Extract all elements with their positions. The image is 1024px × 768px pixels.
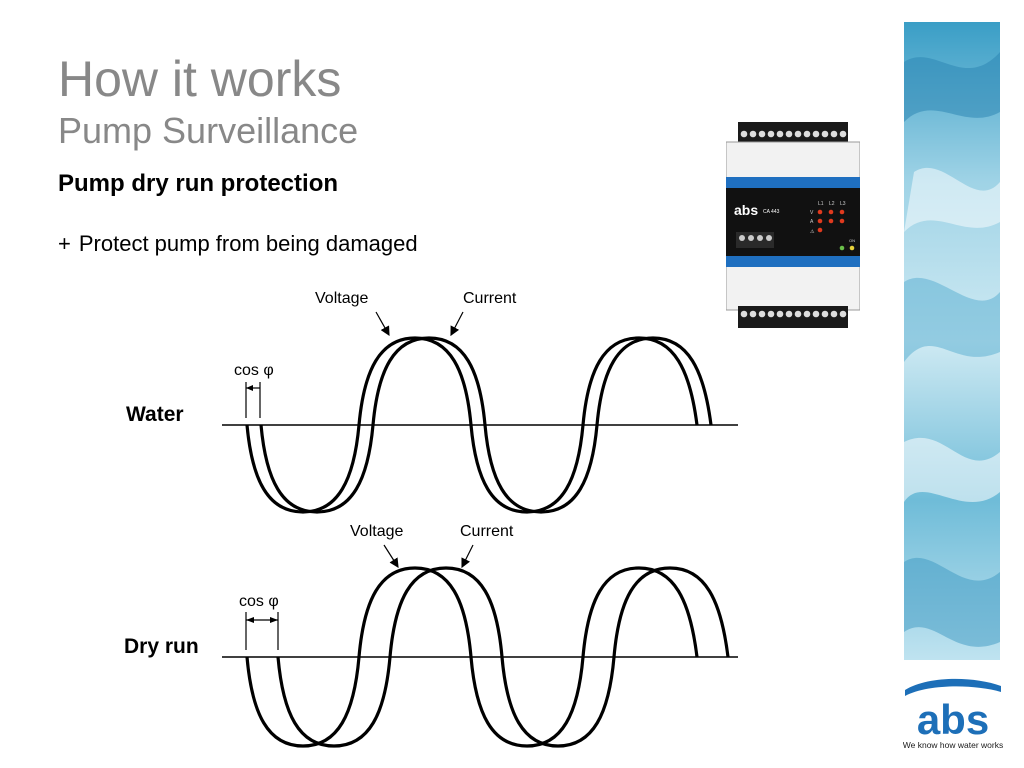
dry-run-current-wave	[276, 566, 730, 748]
bullet-item: + Protect pump from being damaged	[58, 231, 426, 257]
logo-wave-icon	[905, 678, 1001, 696]
status-label: ON	[849, 238, 855, 243]
front-terminal-block	[736, 232, 774, 248]
led-row-a: A	[810, 219, 814, 225]
dry-run-current-label: Current	[460, 523, 514, 540]
water-current-label: Current	[463, 290, 517, 307]
bullet-text: Protect pump from being damaged	[78, 231, 418, 256]
water-current-arrow	[450, 311, 464, 337]
dry-run-label: Dry run	[124, 635, 199, 658]
dry-run-phase-arrow-right	[270, 617, 278, 623]
bottom-terminal-row	[740, 310, 847, 318]
bullet-marker: +	[58, 231, 71, 256]
led-row-v: V	[810, 210, 814, 216]
led-col-l3: L3	[840, 201, 846, 207]
section-heading: Pump dry run protection	[58, 170, 339, 197]
water-image-strip	[904, 22, 1000, 660]
controller-device: abs CA 443 L1 L2 L3 V A ⚠ ON	[726, 122, 860, 328]
water-voltage-arrow	[375, 311, 390, 337]
led-indicators	[817, 209, 845, 233]
led-col-l1: L1	[818, 201, 824, 207]
dry-run-current-arrow	[461, 544, 474, 569]
dry-run-diagram: Dry run Voltage Current cos φ	[124, 523, 738, 748]
page-subtitle: Pump Surveillance	[58, 110, 359, 151]
device-model: CA 443	[763, 209, 780, 215]
led-col-l2: L2	[829, 201, 835, 207]
logo-tagline: We know how water works	[903, 740, 1003, 750]
dry-run-voltage-arrow	[383, 544, 399, 569]
dry-run-voltage-label: Voltage	[350, 523, 403, 540]
status-led-green	[839, 245, 845, 251]
logo-brand: abs	[917, 696, 989, 743]
water-current-wave	[259, 336, 713, 514]
dry-run-phase-arrow-left	[246, 617, 254, 623]
device-brand: abs	[734, 202, 758, 218]
water-voltage-label: Voltage	[315, 290, 368, 307]
dry-run-cos-phi-label: cos φ	[239, 593, 279, 610]
top-terminal-row	[740, 130, 847, 138]
page-title: How it works	[58, 51, 342, 107]
water-voltage-wave	[245, 336, 699, 514]
dry-run-voltage-wave	[245, 566, 699, 748]
water-cos-phi-label: cos φ	[234, 362, 274, 379]
status-led-yellow	[849, 245, 855, 251]
abs-logo: abs We know how water works	[903, 678, 1003, 750]
water-diagram: Water Voltage Current cos φ	[126, 290, 738, 514]
led-row-warning: ⚠	[810, 229, 815, 235]
water-label: Water	[126, 403, 184, 426]
